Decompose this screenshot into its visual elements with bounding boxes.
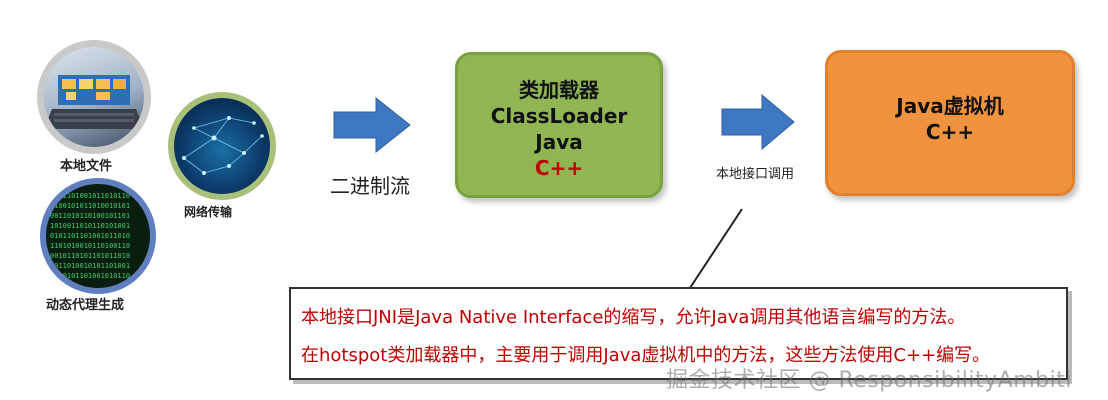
network-icon: [182, 116, 264, 175]
jvm-box: Java虚拟机 C++: [825, 50, 1075, 196]
classloader-box: 类加载器 ClassLoader Java C++: [455, 52, 663, 198]
jvm-cpp: C++: [925, 120, 975, 144]
classloader-java: Java: [535, 130, 583, 154]
callout-pointer: [687, 208, 743, 292]
jvm-title: Java虚拟机: [896, 94, 1004, 118]
native-call-label: 本地接口调用: [716, 167, 795, 182]
svg-text:0110101101001010110: 0110101101001010110: [50, 272, 130, 280]
classloader-title: 类加载器: [519, 78, 599, 102]
binary-stream-label: 二进制流: [330, 174, 410, 198]
watermark: 掘金技术社区 @ ResponsibilityAmbiti: [666, 368, 1072, 393]
svg-text:1010011010110101001: 1010011010110101001: [50, 222, 130, 230]
dynamic-proxy-image: 0101101001011010110 1100101011010010101 …: [40, 178, 156, 294]
svg-text:0101101001011010110: 0101101001011010110: [50, 192, 130, 200]
classloader-name: ClassLoader: [490, 104, 628, 128]
svg-text:0101101101001011010: 0101101101001011010: [50, 232, 130, 240]
classloader-cpp: C++: [534, 156, 584, 180]
svg-text:1011010010101101001: 1011010010101101001: [50, 262, 130, 270]
svg-text:0010110101101011010: 0010110101101011010: [50, 252, 130, 260]
binary-code-icon: 0101101001011010110 1100101011010010101 …: [50, 192, 130, 280]
dynamic-proxy-label: 动态代理生成: [46, 298, 125, 313]
svg-text:1101010010110100110: 1101010010110100110: [50, 242, 130, 250]
svg-text:1100101011010010101: 1100101011010010101: [50, 202, 130, 210]
jni-note-line1: 本地接口JNI是Java Native Interface的缩写，允许Java调…: [301, 307, 966, 328]
laptop-icon: [44, 75, 144, 129]
right-arrow-icon: [333, 96, 411, 154]
jni-note-line2: 在hotspot类加载器中，主要用于调用Java虚拟机中的方法，这些方法使用C+…: [301, 345, 991, 366]
local-file-label: 本地文件: [60, 159, 113, 174]
right-arrow-icon: [721, 93, 795, 151]
svg-text:0011010110100101101: 0011010110100101101: [50, 212, 130, 220]
network-label: 网络传输: [184, 205, 233, 219]
jni-note-box: 本地接口JNI是Java Native Interface的缩写，允许Java调…: [289, 287, 1068, 380]
local-file-image: [37, 40, 151, 154]
network-image: [168, 92, 276, 200]
